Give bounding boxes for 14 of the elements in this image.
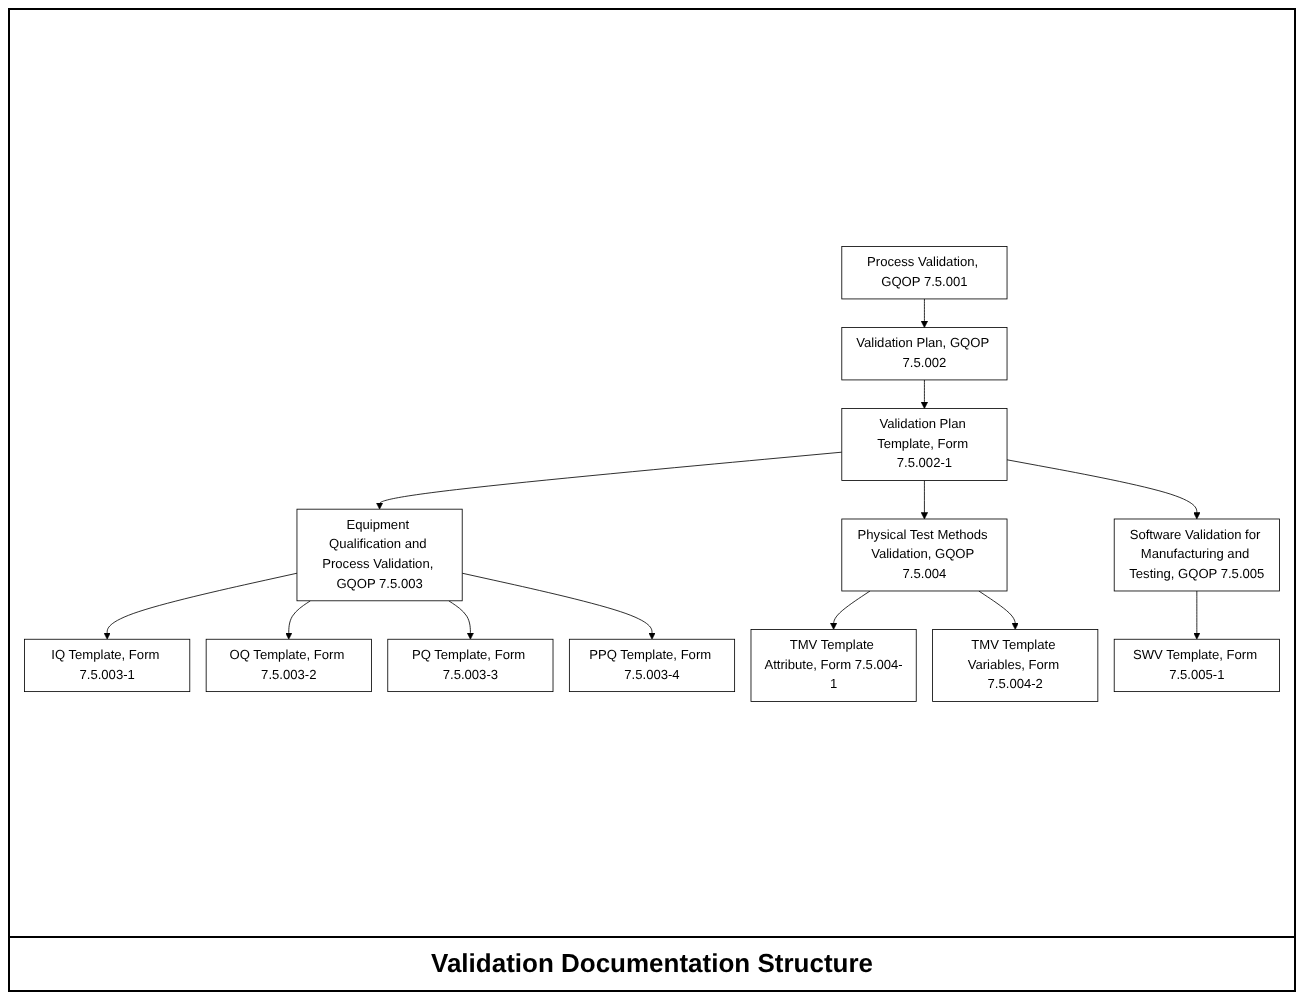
- node-box: [1113, 518, 1280, 592]
- node-box: [841, 518, 1008, 592]
- node-box: [296, 508, 463, 602]
- node-box: [750, 629, 917, 702]
- node-box: [24, 638, 191, 692]
- node-box: [841, 327, 1008, 381]
- node-box: [568, 638, 736, 692]
- node-box: [841, 246, 1008, 300]
- node-box: [1113, 638, 1280, 692]
- node-box: [205, 638, 372, 692]
- node-box: [932, 629, 1099, 702]
- caption: Validation Documentation Structure: [430, 948, 874, 978]
- node-box: [387, 638, 554, 692]
- node-box: [841, 408, 1008, 481]
